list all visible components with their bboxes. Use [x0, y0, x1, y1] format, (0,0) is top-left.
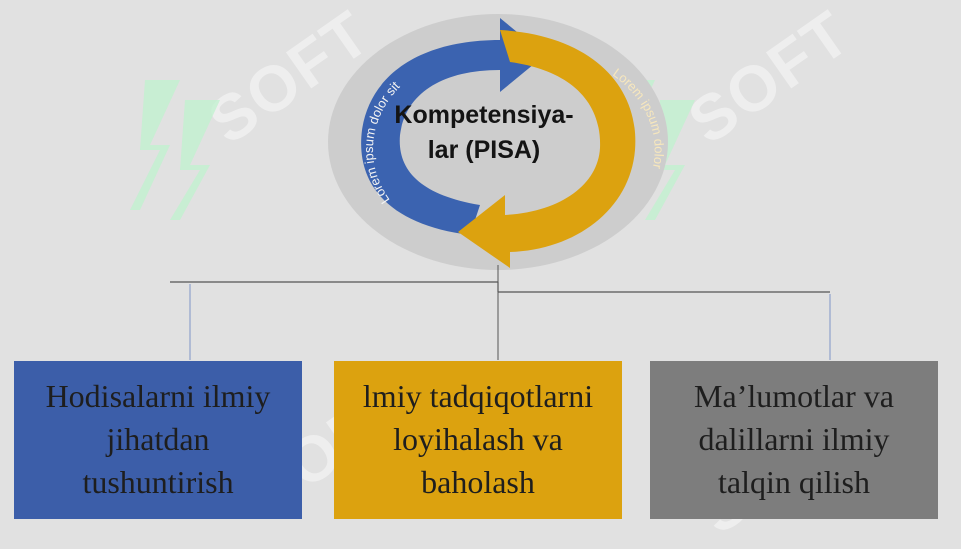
- blue-cycle-arrow: [361, 18, 545, 235]
- box-line: talqin qilish: [718, 464, 870, 500]
- box-line: dalillarni ilmiy: [698, 421, 890, 457]
- box-line: Ma’lumotlar va: [694, 378, 894, 414]
- box-line: Hodisalarni ilmiy: [45, 378, 271, 414]
- category-box-interpret-data: Ma’lumotlar va dalillarni ilmiy talqin q…: [650, 361, 938, 519]
- category-box-design-evaluate: lmiy tadqiqotlarni loyihalash va baholas…: [334, 361, 622, 519]
- cycle-graphic: Lorem ipsum dolor sit Lorem ipsum dolor …: [328, 14, 668, 270]
- category-box-explain-phenomena: Hodisalarni ilmiy jihatdan tushuntirish: [14, 361, 302, 519]
- box-line: loyihalash va: [393, 421, 563, 457]
- cycle-title: Kompetensiya- lar (PISA): [394, 101, 574, 164]
- watermark-logo-icon: [130, 80, 220, 220]
- gold-cycle-arrow: [458, 30, 636, 268]
- box-line: lmiy tadqiqotlarni: [362, 378, 594, 414]
- box-line: baholash: [421, 464, 535, 500]
- box-line: jihatdan: [106, 421, 210, 457]
- box-line: tushuntirish: [82, 464, 234, 500]
- cycle-arrows: Lorem ipsum dolor sit Lorem ipsum dolor: [328, 14, 668, 270]
